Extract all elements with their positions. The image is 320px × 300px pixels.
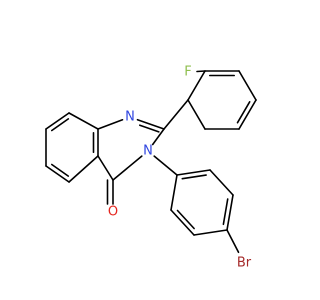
bond-b3-b4 — [45, 165, 70, 183]
bond-r1-C2 — [163, 99, 189, 130]
bond-r4-r5-inner — [236, 101, 251, 124]
bond-r1-r2 — [187, 70, 206, 101]
bond-p5-p6-inner — [176, 209, 195, 230]
bond-p5-p6 — [170, 209, 195, 236]
bond-p3-p4-inner — [222, 198, 229, 226]
bond-p4-Br — [226, 229, 240, 254]
bond-b3-b4-inner — [50, 163, 70, 177]
bond-C2-N1-inner — [139, 124, 160, 133]
bond-b1-b2 — [45, 112, 70, 130]
bond-r4-r5 — [238, 99, 257, 130]
bond-N3-C4 — [112, 155, 143, 181]
bond-p3-p4 — [226, 194, 234, 231]
atom-label-nitrogen-1: N — [125, 110, 135, 125]
bond-C8a-b1 — [68, 112, 99, 130]
bond-N1-C8a — [97, 119, 124, 130]
bond-C2-N3 — [151, 128, 165, 146]
atom-label-oxygen: O — [108, 205, 118, 220]
atom-label-fluorine: F — [184, 65, 191, 80]
bond-b4-C4a — [68, 155, 99, 183]
bond-b1-b2-inner — [50, 118, 70, 132]
bond-r2-F — [196, 70, 206, 73]
atom-label-nitrogen-3: N — [143, 144, 153, 159]
bond-N3-p1 — [153, 155, 178, 176]
bond-p1-p2-inner — [181, 174, 207, 180]
atom-label-bromine: Br — [237, 256, 252, 271]
bond-r6-r1 — [187, 99, 206, 130]
bond-p6-p1 — [170, 174, 178, 211]
bond-C2-N1 — [136, 118, 165, 130]
molecule-diagram: F N N O Br — [45, 65, 257, 271]
bond-layer — [45, 70, 257, 254]
bond-r3-r4 — [238, 70, 257, 101]
bond-p1-p2 — [176, 169, 211, 176]
bond-p4-p5 — [193, 229, 228, 236]
bond-p2-p3 — [209, 169, 234, 196]
bond-C4-C4a — [97, 155, 114, 181]
